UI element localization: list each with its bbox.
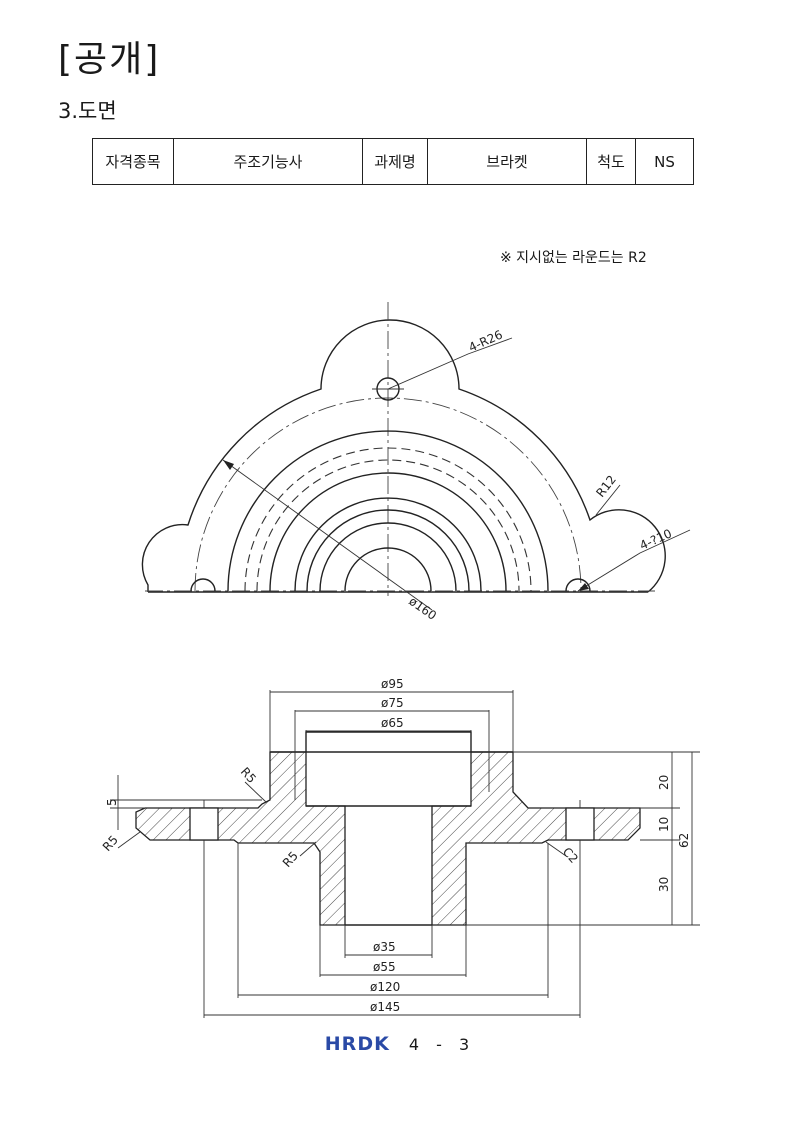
- section-view: ø95 ø75 ø65 R5 5 R5 R5 C2 20 10 62 30 ø3…: [100, 677, 700, 1018]
- dim-4-10: 4-?10: [638, 526, 674, 552]
- pcd-circle: [194, 397, 582, 592]
- leader-c2: [545, 841, 567, 857]
- dim-d95: ø95: [381, 677, 404, 691]
- dim-20: 20: [657, 775, 671, 790]
- hidden-arc-outer: [244, 447, 532, 592]
- left-section-hatch: [135, 751, 346, 926]
- outer-boss-arc: [227, 430, 549, 592]
- page-number: 4 - 3: [408, 1035, 476, 1054]
- boss-arc-95: [269, 472, 507, 592]
- dim-d65: ø65: [381, 716, 404, 730]
- boss-arc-55: [319, 522, 457, 592]
- dim-62: 62: [677, 833, 691, 848]
- dim-r5-inner: R5: [280, 849, 301, 870]
- section-heading: 3.도면: [58, 99, 117, 123]
- pcd-arrowhead: [223, 460, 234, 470]
- dim-d145: ø145: [370, 1000, 400, 1014]
- leader-r5-left: [117, 831, 141, 849]
- bore-arc-35: [344, 547, 432, 592]
- leader-r5-top: [244, 781, 267, 803]
- dim-r5-top: R5: [238, 765, 259, 786]
- right-section-hatch: [431, 751, 641, 926]
- dim-d120: ø120: [370, 980, 400, 994]
- leader-4-10: [577, 529, 691, 592]
- recess-top-line: [305, 731, 472, 752]
- dim-30: 30: [657, 877, 671, 892]
- hole-arrowhead: [578, 583, 589, 591]
- leader-r5-inner: [299, 841, 317, 857]
- leader-4-r26: [387, 337, 513, 390]
- leader-pcd: [222, 459, 433, 611]
- hidden-arc-inner: [256, 459, 520, 592]
- right-flange-hole: [565, 807, 595, 841]
- dim-r12: R12: [593, 473, 619, 500]
- label-task: 과제명: [362, 138, 428, 185]
- dim-10: 10: [657, 817, 671, 832]
- boss-arc-65: [306, 509, 470, 592]
- dim-pcd-160: ø160: [406, 594, 439, 623]
- dim-d75: ø75: [381, 696, 404, 710]
- page-footer: HRDK 4 - 3: [0, 1033, 800, 1055]
- right-bolt-hole: [565, 578, 591, 592]
- page-title: [공개]: [58, 39, 161, 80]
- scale-value: NS: [635, 138, 694, 185]
- top-view: 4-R26 R12 4-?10 ø160: [141, 302, 691, 623]
- round-note: ※ 지시없는 라운드는 R2: [500, 250, 647, 266]
- boss-arc-75: [294, 497, 482, 592]
- dim-d35: ø35: [373, 940, 396, 954]
- dim-c2: C2: [560, 845, 581, 866]
- left-flange-hole: [189, 807, 219, 841]
- label-qualification: 자격종목: [92, 138, 174, 185]
- dim-4-r26: 4-R26: [467, 327, 505, 354]
- title-block-table: 자격종목 주조기능사 과제명 브라켓 척도 NS: [92, 138, 694, 185]
- dim-d55: ø55: [373, 960, 396, 974]
- left-bolt-hole: [190, 578, 216, 592]
- dim-r5-left: R5: [100, 833, 121, 854]
- hrdk-logo: HRDK: [324, 1033, 390, 1055]
- dim-5: 5: [105, 798, 119, 806]
- top-view-outline: [141, 319, 666, 593]
- leader-r12: [595, 484, 621, 516]
